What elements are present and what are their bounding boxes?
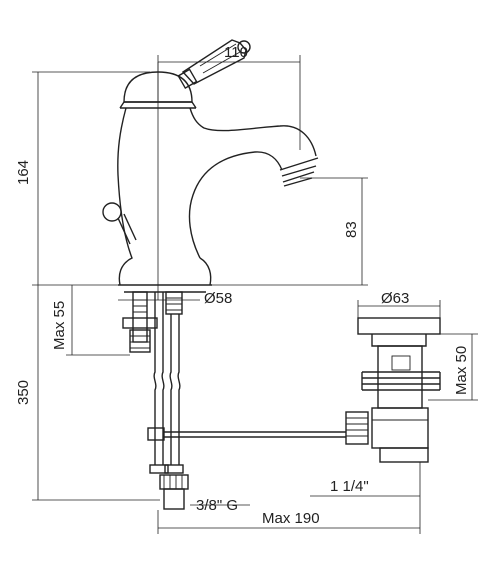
dim-spout-height: 83	[343, 221, 360, 238]
dim-max-thickness: Max 55	[51, 301, 68, 350]
mounting-assembly	[122, 291, 346, 510]
dim-waste-thread: 1 1/4"	[330, 478, 369, 495]
dim-max-reach: Max 190	[262, 510, 320, 527]
dim-connection: 3/8" G	[196, 497, 238, 514]
dim-waste-max: Max 50	[453, 346, 470, 395]
dim-hose-length: 350	[15, 380, 32, 405]
dim-height: 164	[15, 160, 32, 185]
dim-base-diameter: Ø58	[204, 290, 232, 307]
dim-waste-diameter: Ø63	[381, 290, 409, 307]
faucet-body	[102, 39, 319, 293]
waste-drain	[345, 317, 441, 463]
dimension-lines	[32, 55, 478, 534]
dim-handle-reach: 110	[224, 44, 248, 61]
